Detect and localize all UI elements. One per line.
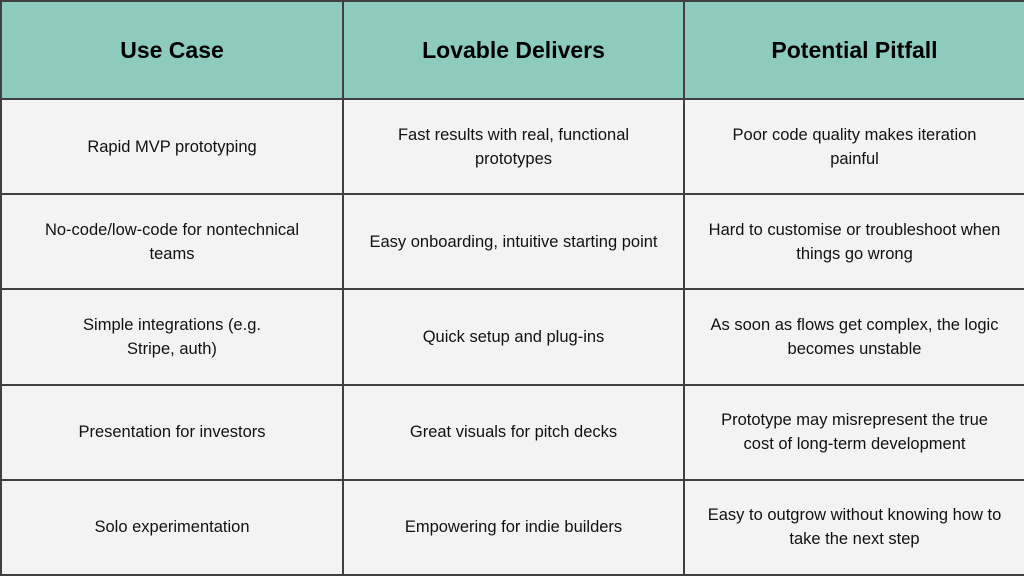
header-potential-pitfall: Potential Pitfall xyxy=(683,0,1024,100)
cell-text: Prototype may misrepresent the true cost… xyxy=(721,411,988,454)
use-case-cell: Simple integrations (e.g. Stripe, auth) xyxy=(0,288,344,386)
cell-text: Poor code quality makes iteration painfu… xyxy=(732,125,977,168)
cell-text: Easy onboarding, intuitive starting poin… xyxy=(369,232,658,251)
cell-text: Rapid MVP prototyping xyxy=(87,137,257,156)
cell-text: Easy to outgrow without knowing how to t… xyxy=(707,506,1002,549)
table-row: Presentation for investors Great visuals… xyxy=(0,383,1024,481)
delivers-cell: Fast results with real, functional proto… xyxy=(342,97,685,196)
cell-text: Empowering for indie builders xyxy=(404,518,623,537)
cell-text: Solo experimentation xyxy=(94,518,250,537)
cell-text: Hard to customise or troubleshoot when t… xyxy=(708,220,1001,263)
cell-text: Simple integrations (e.g. Stripe, auth) xyxy=(83,315,261,358)
delivers-cell: Empowering for indie builders xyxy=(342,478,685,576)
pitfall-cell: Poor code quality makes iteration painfu… xyxy=(683,97,1024,196)
pitfall-cell: Hard to customise or troubleshoot when t… xyxy=(683,193,1024,291)
pitfall-cell: Easy to outgrow without knowing how to t… xyxy=(683,478,1024,576)
table-row: No-code/low-code for nontechnical teams … xyxy=(0,193,1024,291)
cell-text: No-code/low-code for nontechnical teams xyxy=(44,220,300,263)
use-case-cell: Rapid MVP prototyping xyxy=(0,97,344,196)
header-use-case: Use Case xyxy=(0,0,344,100)
pitfall-cell: As soon as flows get complex, the logic … xyxy=(683,288,1024,386)
use-case-cell: Presentation for investors xyxy=(0,383,344,481)
header-lovable-delivers: Lovable Delivers xyxy=(342,0,685,100)
delivers-cell: Great visuals for pitch decks xyxy=(342,383,685,481)
cell-text: Fast results with real, functional proto… xyxy=(397,125,630,168)
table-row: Rapid MVP prototyping Fast results with … xyxy=(0,97,1024,196)
use-case-cell: Solo experimentation xyxy=(0,478,344,576)
use-case-cell: No-code/low-code for nontechnical teams xyxy=(0,193,344,291)
cell-text: As soon as flows get complex, the logic … xyxy=(710,315,999,358)
delivers-cell: Quick setup and plug-ins xyxy=(342,288,685,386)
delivers-cell: Easy onboarding, intuitive starting poin… xyxy=(342,193,685,291)
table-row: Simple integrations (e.g. Stripe, auth) … xyxy=(0,288,1024,386)
cell-text: Presentation for investors xyxy=(78,423,266,442)
header-row: Use Case Lovable Delivers Potential Pitf… xyxy=(0,0,1024,100)
pitfall-cell: Prototype may misrepresent the true cost… xyxy=(683,383,1024,481)
cell-text: Quick setup and plug-ins xyxy=(422,327,605,346)
table-row: Solo experimentation Empowering for indi… xyxy=(0,478,1024,576)
cell-text: Great visuals for pitch decks xyxy=(409,423,618,442)
